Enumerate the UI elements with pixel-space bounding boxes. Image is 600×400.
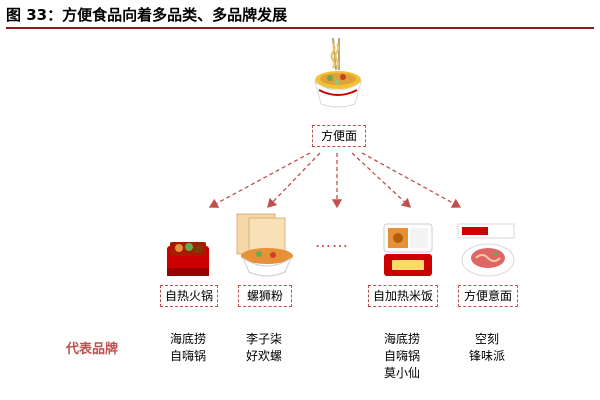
instant-noodle-cup-icon [313,37,363,114]
arrow-to-hotpot [208,152,311,208]
category-label-pasta: 方便意面 [463,289,512,303]
arrow-to-pasta [361,152,462,208]
figure-title: 图 33：方便食品向着多品类、多品牌发展 [6,6,288,24]
brands-rice: 海底捞 自嗨锅 莫小仙 [382,331,422,382]
brand-name: 自嗨锅 [169,349,206,363]
representative-brands-label: 代表品牌 [66,342,119,357]
self-heating-hotpot-icon [163,238,213,284]
arrow-to-rice [351,152,411,208]
brands-hotpot: 海底捞 自嗨锅 [168,331,208,365]
brand-name: 自嗨锅 [383,349,420,363]
category-box-rice: 自加热米饭 [368,285,438,307]
category-box-pasta: 方便意面 [458,285,518,307]
category-label-hotpot: 自热火锅 [164,289,213,303]
root-label-box: 方便面 [312,125,366,147]
more-categories-ellipsis: …… [315,232,349,251]
brand-name: 海底捞 [169,332,206,346]
brands-pasta: 空刻 锋味派 [467,331,507,365]
category-box-luosifen: 螺狮粉 [238,285,292,307]
brand-name: 空刻 [474,332,499,346]
category-label-rice: 自加热米饭 [372,289,433,303]
brand-name: 李子柒 [245,332,282,346]
arrow-to-luosifen [267,152,321,208]
brands-luosifen: 李子柒 好欢螺 [244,331,284,365]
brand-name: 锋味派 [468,349,505,363]
self-heating-rice-icon [380,222,436,284]
category-box-hotpot: 自热火锅 [160,285,218,307]
instant-pasta-icon [454,222,518,284]
luosifen-bowl-icon [235,212,295,284]
title-divider [6,27,594,29]
root-label: 方便面 [320,129,357,143]
brand-name: 海底捞 [383,332,420,346]
category-label-luosifen: 螺狮粉 [246,289,283,303]
brand-name: 莫小仙 [383,366,420,380]
brand-name: 好欢螺 [245,349,282,363]
